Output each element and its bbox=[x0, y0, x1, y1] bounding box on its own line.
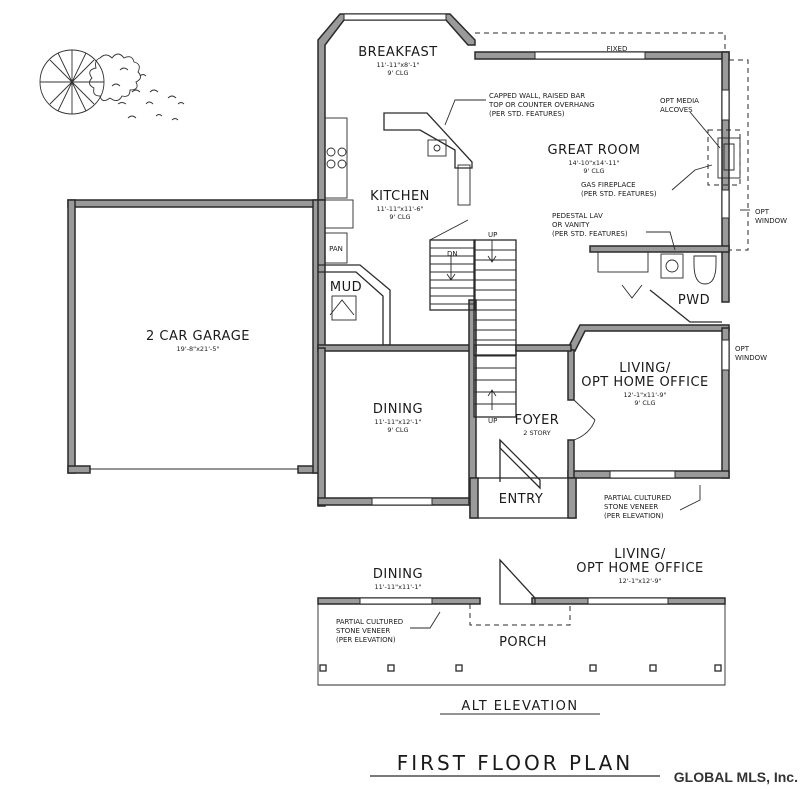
living-room-walls bbox=[566, 324, 730, 479]
entry-label: ENTRY bbox=[499, 492, 544, 507]
capped-wall-note-1: CAPPED WALL, RAISED BAR bbox=[489, 92, 585, 100]
dining-dims: 11'-11"x12'-1" bbox=[374, 418, 421, 426]
alt-home-office-label: OPT HOME OFFICE bbox=[576, 561, 704, 576]
landscape-tree-icon bbox=[39, 49, 185, 121]
kitchen-clg: 9' CLG bbox=[389, 213, 410, 221]
pedestal-note-1: PEDESTAL LAV bbox=[552, 212, 603, 220]
capped-wall-note-3: (PER STD. FEATURES) bbox=[489, 110, 565, 118]
foyer-sub: 2 STORY bbox=[523, 429, 551, 437]
kitchen-label: KITCHEN bbox=[370, 189, 430, 204]
living-clg: 9' CLG bbox=[634, 399, 655, 407]
breakfast-clg: 9' CLG bbox=[387, 69, 408, 77]
living-dims: 12'-1"x11'-9" bbox=[624, 391, 667, 399]
alt-living-label: LIVING/ bbox=[614, 547, 666, 562]
stair-up-label-1: UP bbox=[488, 231, 497, 239]
pan-label: PAN bbox=[329, 245, 343, 253]
mud-label: MUD bbox=[330, 280, 362, 295]
alt-dining-label: DINING bbox=[373, 567, 423, 582]
alt-stone-veneer-note-3: (PER ELEVATION) bbox=[336, 636, 396, 644]
opt-media-note-1: OPT MEDIA bbox=[660, 97, 699, 105]
alt-stone-veneer-note-2: STONE VENEER bbox=[336, 627, 390, 635]
alt-elevation-title: ALT ELEVATION bbox=[461, 699, 578, 714]
brand-watermark: GLOBAL MLS, Inc. bbox=[674, 769, 798, 785]
stone-veneer-note-1: PARTIAL CULTURED bbox=[604, 494, 671, 502]
stone-veneer-note-2: STONE VENEER bbox=[604, 503, 658, 511]
alt-stone-veneer-note-1: PARTIAL CULTURED bbox=[336, 618, 403, 626]
alt-elevation-drawing bbox=[317, 558, 726, 715]
dining-walls bbox=[317, 299, 477, 507]
fixed-window-label: FIXED bbox=[607, 45, 628, 53]
great-room-walls bbox=[474, 32, 749, 303]
breakfast-dims: 11'-11"x8'-1" bbox=[377, 61, 420, 69]
mud-room-walls bbox=[318, 264, 391, 346]
alt-living-dims: 12'-1"x12'-9" bbox=[619, 577, 662, 585]
opt-window-note-1b: WINDOW bbox=[755, 217, 787, 225]
capped-wall-note-2: TOP OR COUNTER OVERHANG bbox=[488, 101, 595, 109]
stone-veneer-note-3: (PER ELEVATION) bbox=[604, 512, 664, 520]
stair-up-label-2: UP bbox=[488, 417, 497, 425]
living-label: LIVING/ bbox=[619, 361, 671, 376]
gas-fireplace-note-1: GAS FIREPLACE bbox=[581, 181, 636, 189]
alt-dining-dims: 11'-11"x11'-1" bbox=[374, 583, 421, 591]
pedestal-note-3: (PER STD. FEATURES) bbox=[552, 230, 628, 238]
kitchen-walls bbox=[317, 13, 476, 349]
garage-dims: 19'-8"x21'-5" bbox=[177, 345, 220, 353]
note-leaders bbox=[444, 99, 750, 511]
kitchen-dims: 11'-11"x11'-6" bbox=[376, 205, 423, 213]
gas-fireplace-note-2: (PER STD. FEATURES) bbox=[581, 190, 657, 198]
floor-plan-title: FIRST FLOOR PLAN bbox=[397, 751, 634, 775]
garage-label: 2 CAR GARAGE bbox=[146, 329, 250, 344]
porch-label: PORCH bbox=[499, 635, 547, 650]
foyer-label: FOYER bbox=[515, 413, 560, 428]
opt-window-note-1a: OPT bbox=[755, 208, 770, 216]
great-room-dims: 14'-10"x14'-11" bbox=[568, 159, 619, 167]
powder-room-walls bbox=[589, 245, 730, 323]
dining-label: DINING bbox=[373, 402, 423, 417]
opt-window-note-2b: WINDOW bbox=[735, 354, 767, 362]
opt-media-note-2: ALCOVES bbox=[660, 106, 693, 114]
dining-clg: 9' CLG bbox=[387, 426, 408, 434]
foyer-walls bbox=[469, 344, 577, 519]
great-room-clg: 9' CLG bbox=[583, 167, 604, 175]
staircase bbox=[429, 219, 517, 418]
great-room-label: GREAT ROOM bbox=[548, 143, 641, 158]
stair-dn-label: DN bbox=[447, 250, 458, 258]
pwd-label: PWD bbox=[678, 293, 710, 308]
opt-window-note-2a: OPT bbox=[735, 345, 750, 353]
breakfast-label: BREAKFAST bbox=[358, 45, 437, 60]
home-office-label: OPT HOME OFFICE bbox=[581, 375, 709, 390]
pedestal-note-2: OR VANITY bbox=[552, 221, 590, 229]
